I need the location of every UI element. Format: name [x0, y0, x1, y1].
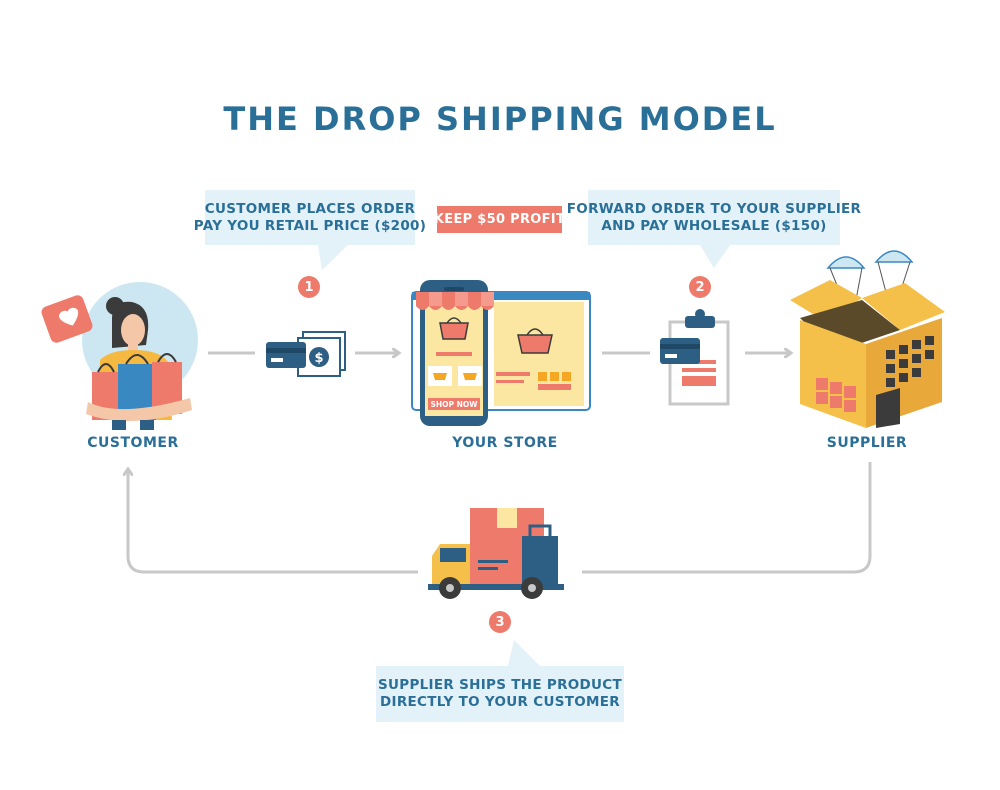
supplier-warehouse-box — [790, 250, 945, 428]
step-1-line-2: PAY YOU RETAIL PRICE ($200) — [193, 217, 427, 234]
shop-now-button — [428, 398, 480, 410]
card-and-cash-icon: $ — [266, 331, 346, 377]
bubble-tail-2 — [700, 245, 730, 268]
heart-bubble-icon — [41, 295, 93, 343]
bubble-tail-1 — [318, 245, 348, 270]
store-awning — [416, 292, 494, 310]
store-label: YOUR STORE — [452, 435, 558, 451]
customer-label: CUSTOMER — [87, 435, 179, 451]
step-3-line-1: SUPPLIER SHIPS THE PRODUCT — [377, 677, 623, 693]
return-line-supplier — [582, 462, 872, 574]
step-3-number: 3 — [489, 611, 511, 633]
customer-illustration — [41, 282, 198, 430]
step-1-line-1: CUSTOMER PLACES ORDER — [204, 200, 416, 217]
supplier-label: SUPPLIER — [826, 435, 908, 451]
step-3-line-2: DIRECTLY TO YOUR CUSTOMER — [380, 694, 620, 710]
bubble-tail-3 — [508, 640, 540, 666]
delivery-truck-icon — [428, 508, 564, 599]
step-1-number: 1 — [298, 276, 320, 298]
step-2-number: 2 — [689, 276, 711, 298]
step-2-line-1: FORWARD ORDER TO YOUR SUPPLIER — [566, 200, 862, 217]
diagram-title: THE DROP SHIPPING MODEL — [223, 100, 777, 138]
step-2-line-2: AND PAY WHOLESALE ($150) — [601, 217, 827, 234]
dollar-symbol: $ — [314, 351, 323, 366]
store-illustration: SHOP NOW — [411, 280, 591, 426]
order-clipboard-icon — [660, 309, 730, 406]
step-3-bubble: SUPPLIER SHIPS THE PRODUCT DIRECTLY TO Y… — [376, 666, 624, 722]
shop-now-label: SHOP NOW — [430, 400, 478, 409]
step-1-bubble: CUSTOMER PLACES ORDER PAY YOU RETAIL PRI… — [194, 190, 426, 245]
step-2-bubble: FORWARD ORDER TO YOUR SUPPLIER AND PAY W… — [567, 190, 861, 245]
return-line-customer — [128, 470, 418, 574]
profit-badge: KEEP $50 PROFIT — [434, 206, 565, 233]
